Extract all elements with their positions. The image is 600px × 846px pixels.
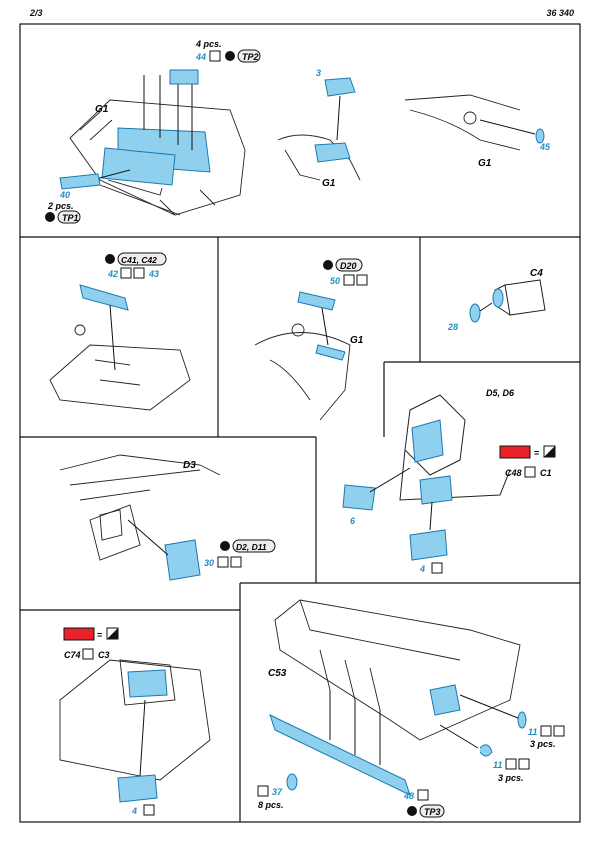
page-number: 2/3 bbox=[30, 8, 43, 18]
label-g1-right: G1 bbox=[478, 158, 492, 169]
label-c53: C53 bbox=[268, 668, 287, 679]
pe-part-45 bbox=[535, 128, 545, 144]
panel-borders bbox=[19, 23, 581, 823]
part-number-42: 42 bbox=[107, 269, 118, 279]
label-c74: C74 bbox=[64, 650, 81, 660]
bend-icon bbox=[209, 50, 221, 62]
panel-4: C4 28 bbox=[447, 268, 546, 332]
label-g1-mid: G1 bbox=[322, 178, 336, 189]
tag-tp2-box bbox=[237, 49, 261, 63]
svg-text:=: = bbox=[97, 630, 102, 640]
svg-text:=: = bbox=[534, 448, 539, 458]
label-d5-d6: D5, D6 bbox=[486, 388, 515, 398]
glue-icon-p2 bbox=[105, 254, 115, 264]
pe-part-28 bbox=[469, 303, 481, 323]
part-number-44: 44 bbox=[195, 52, 206, 62]
label-g1-p3: G1 bbox=[350, 335, 364, 346]
pe-part-30 bbox=[164, 539, 201, 581]
part-number-30: 30 bbox=[204, 558, 214, 568]
panel-2: C41, C42 42 43 bbox=[49, 252, 191, 411]
pe-part-37 bbox=[286, 773, 298, 791]
tag-d2-d11: D2, D11 bbox=[236, 542, 267, 552]
label-c48: C48 bbox=[505, 468, 522, 478]
pe-part-4-p7 bbox=[117, 774, 158, 803]
tag-d20: D20 bbox=[340, 261, 357, 271]
part-number-37: 37 bbox=[272, 787, 283, 797]
part-number-28: 28 bbox=[447, 322, 458, 332]
label-g1-left: G1 bbox=[95, 104, 109, 115]
tag-tp1: TP1 bbox=[62, 213, 79, 223]
label-c3: C3 bbox=[98, 650, 110, 660]
part-number-40: 40 bbox=[59, 190, 70, 200]
pe-part-44 bbox=[169, 69, 199, 85]
part-number-45: 45 bbox=[539, 142, 551, 152]
part-number-50: 50 bbox=[330, 276, 340, 286]
paint-swatch-red bbox=[499, 445, 531, 459]
qty-37: 8 pcs. bbox=[258, 800, 284, 810]
pe-part-40 bbox=[59, 173, 101, 190]
pe-part-3 bbox=[324, 77, 356, 97]
pe-part-3-installed bbox=[314, 142, 351, 163]
pe-part-4 bbox=[409, 529, 448, 561]
tag-tp1-box bbox=[57, 210, 81, 224]
pe-part-44-installed bbox=[101, 127, 211, 186]
label-c1: C1 bbox=[540, 468, 552, 478]
tag-c41-c42: C41, C42 bbox=[121, 255, 157, 265]
part-number-43: 43 bbox=[148, 269, 159, 279]
pe-part-11b bbox=[479, 744, 493, 757]
panel-1-engine-deck: 4 pcs. 44 TP2 G1 40 2 pcs. TP1 3 G1 45 bbox=[45, 39, 551, 224]
panel-7: = C74 C3 4 bbox=[59, 627, 211, 816]
pe-part-c48-area bbox=[419, 475, 453, 505]
part-number-3: 3 bbox=[316, 68, 321, 78]
label-c4: C4 bbox=[530, 268, 543, 279]
glue-icon-2 bbox=[45, 212, 55, 222]
part-number-48: 48 bbox=[403, 791, 414, 801]
pe-part-42-43 bbox=[79, 284, 129, 311]
part-number-4-p6: 4 bbox=[419, 564, 425, 574]
label-d3: D3 bbox=[183, 460, 196, 471]
part-number-4-p7: 4 bbox=[131, 806, 137, 816]
panel-3: D20 50 G1 bbox=[254, 258, 368, 421]
tag-tp3: TP3 bbox=[424, 807, 441, 817]
panel-6: D5, D6 = C48 C1 6 4 bbox=[342, 388, 556, 574]
paint-swatch-red-p7 bbox=[63, 627, 95, 641]
pe-part-11a bbox=[517, 711, 527, 729]
pe-part-50 bbox=[297, 291, 336, 311]
panel-5: D3 D2, D11 30 bbox=[59, 454, 276, 581]
part-number-11a: 11 bbox=[528, 727, 537, 737]
qty-44: 4 pcs. bbox=[195, 39, 222, 49]
qty-11a: 3 pcs. bbox=[530, 739, 556, 749]
panel-8: C53 11 3 pcs. 11 3 pcs. 37 8 pcs. 48 TP3 bbox=[257, 599, 565, 818]
glue-icon bbox=[225, 51, 235, 61]
tag-tp2: TP2 bbox=[242, 52, 259, 62]
set-code: 36 340 bbox=[546, 8, 574, 18]
pe-part-6 bbox=[342, 484, 376, 511]
qty-11b: 3 pcs. bbox=[498, 773, 524, 783]
part-number-6: 6 bbox=[350, 516, 356, 526]
qty-40: 2 pcs. bbox=[47, 201, 74, 211]
part-number-11b: 11 bbox=[493, 760, 502, 770]
pe-part-48 bbox=[269, 714, 411, 796]
